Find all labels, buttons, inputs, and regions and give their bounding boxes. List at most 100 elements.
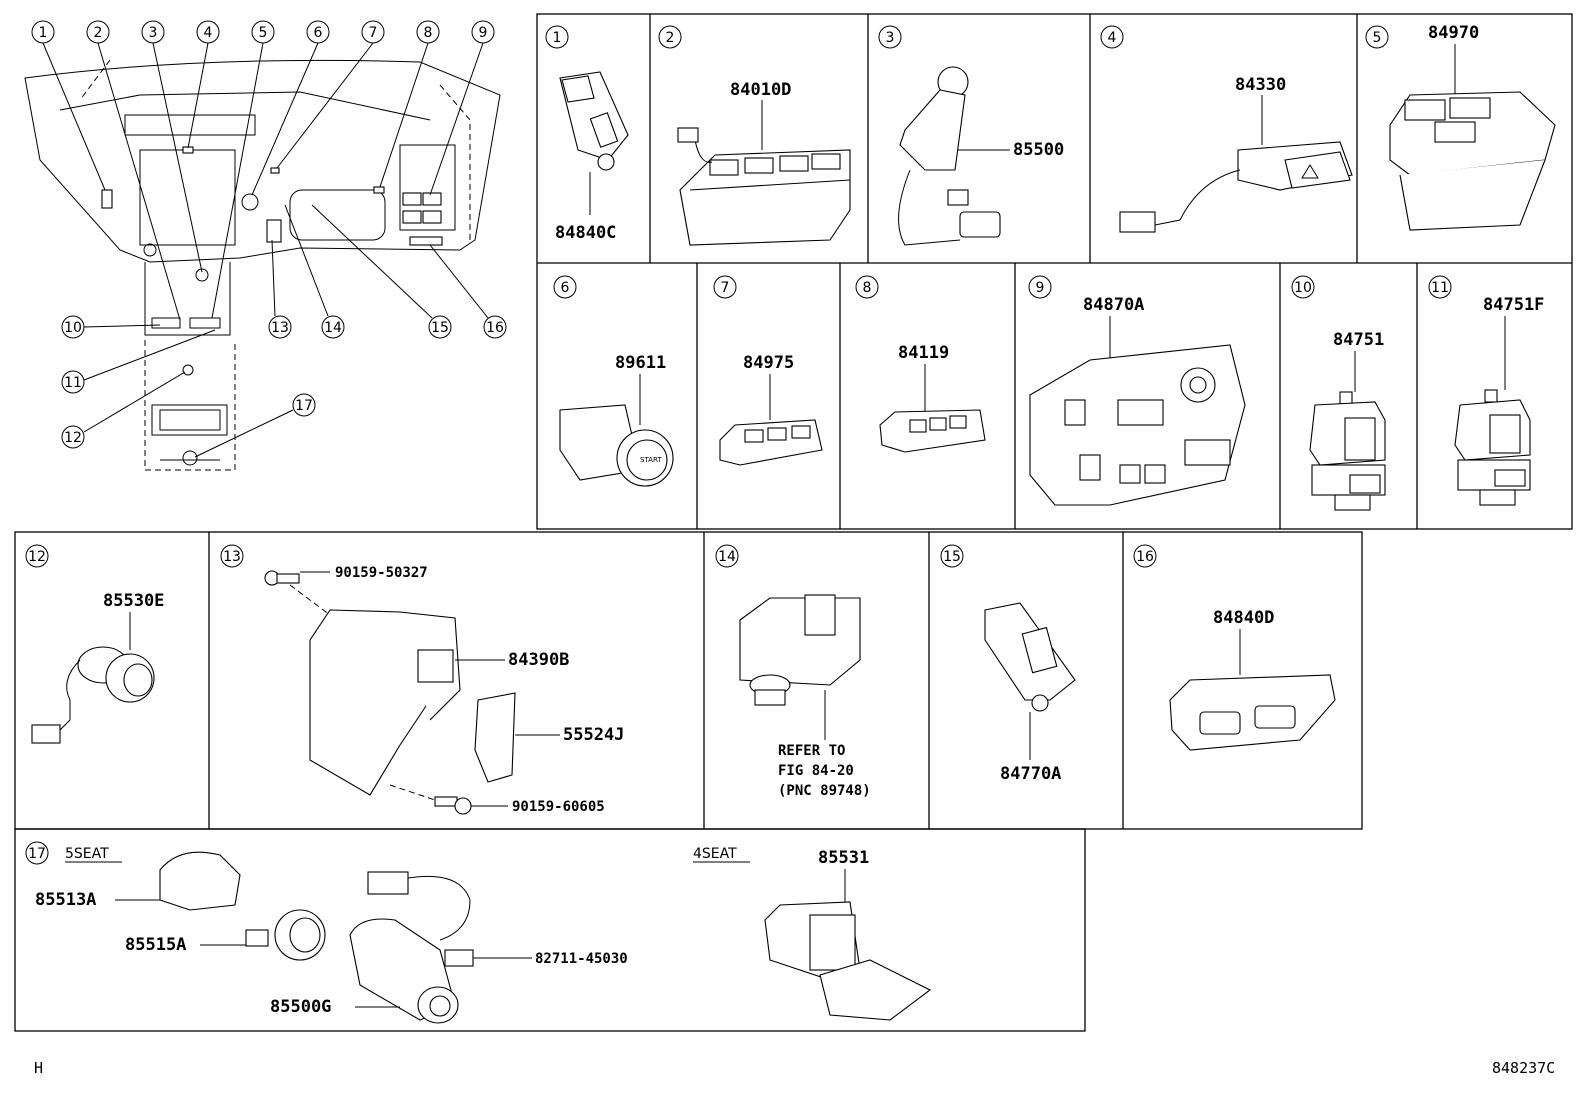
panel-5: 5 84970	[1365, 23, 1556, 231]
svg-text:6: 6	[561, 280, 570, 296]
panel-10: 10 84751	[1291, 275, 1386, 511]
svg-text:12: 12	[28, 549, 46, 565]
callout-12: 12	[61, 371, 186, 449]
svg-text:15: 15	[943, 549, 961, 565]
callout-16: 16	[429, 244, 507, 339]
part-84010D: 84010D	[730, 80, 791, 100]
overview-callouts: 1 2 3 4 5 6 7 8 9 10 11 12 13 14 15 16 1…	[31, 20, 507, 458]
svg-text:6: 6	[314, 25, 323, 41]
panel-11: 11 84751F	[1428, 275, 1544, 506]
callout-3: 3	[141, 20, 203, 273]
callout-10: 10	[61, 315, 161, 339]
part-90159-50327: 90159-50327	[335, 565, 428, 581]
panel-14: 14 REFER TO FIG 84-20 (PNC 89748)	[715, 544, 871, 799]
svg-text:2: 2	[94, 25, 103, 41]
diagram-code: 848237C	[1492, 1059, 1556, 1077]
part-84751: 84751	[1333, 330, 1384, 350]
svg-text:9: 9	[1036, 280, 1045, 296]
part-85530E: 85530E	[103, 591, 164, 611]
part-85531: 85531	[818, 848, 869, 868]
part-84870A: 84870A	[1083, 295, 1144, 315]
svg-text:7: 7	[369, 25, 378, 41]
callout-17: 17	[194, 393, 316, 458]
svg-text:1: 1	[39, 25, 48, 41]
callout-4: 4	[187, 20, 220, 149]
panel-9: 9 84870A	[1028, 275, 1246, 506]
svg-text:14: 14	[324, 320, 342, 336]
svg-text:1: 1	[553, 30, 562, 46]
part-84751F: 84751F	[1483, 295, 1544, 315]
svg-text:8: 8	[424, 25, 433, 41]
svg-text:10: 10	[64, 320, 82, 336]
part-55524J: 55524J	[563, 725, 624, 745]
callout-1: 1	[31, 20, 106, 191]
svg-text:5: 5	[259, 25, 268, 41]
part-90159-60605: 90159-60605	[512, 799, 605, 815]
part-85515A: 85515A	[125, 935, 186, 955]
callout-13: 13	[268, 239, 292, 339]
callout-5: 5	[211, 20, 275, 319]
svg-text:8: 8	[863, 280, 872, 296]
svg-text:4: 4	[1108, 30, 1117, 46]
section-5seat: 5SEAT	[65, 846, 109, 862]
svg-text:11: 11	[1431, 280, 1449, 296]
part-84770A: 84770A	[1000, 764, 1061, 784]
part-85500: 85500	[1013, 140, 1064, 160]
part-85500G: 85500G	[270, 997, 331, 1017]
part-85513A: 85513A	[35, 890, 96, 910]
panel-17: 17 5SEAT 4SEAT 85513A 85515A 82711-45030…	[25, 841, 932, 1024]
panel-grid	[14, 13, 1573, 1032]
svg-text:17: 17	[295, 398, 313, 414]
svg-text:2: 2	[666, 30, 675, 46]
panel-1: 1 84840C	[545, 25, 629, 243]
panel-2: 2 84010D	[658, 25, 851, 246]
part-84840C: 84840C	[555, 223, 616, 243]
panel-13: 13 90159-50327 84390B 55524J 90159-60605	[220, 544, 624, 815]
part-84840D: 84840D	[1213, 608, 1274, 628]
svg-text:3: 3	[149, 25, 158, 41]
panel-3: 3 85500	[878, 25, 1064, 246]
callout-7: 7	[276, 20, 385, 169]
panel-12: 12 85530E	[25, 544, 164, 744]
footer-left: H	[34, 1059, 44, 1077]
refer-line-2: FIG 84-20	[778, 763, 854, 779]
svg-text:12: 12	[64, 430, 82, 446]
refer-line-1: REFER TO	[778, 743, 845, 759]
svg-text:17: 17	[28, 846, 46, 862]
panel-4: 4 84330	[1100, 25, 1353, 233]
callout-15: 15	[311, 204, 452, 339]
svg-text:16: 16	[1136, 549, 1154, 565]
svg-text:START: START	[640, 456, 662, 464]
panel-16: 16 84840D	[1133, 544, 1336, 751]
panel-8: 8 84119	[855, 275, 986, 453]
panel-15: 15 84770A	[940, 544, 1076, 784]
svg-text:7: 7	[721, 280, 730, 296]
part-84119: 84119	[898, 343, 949, 363]
svg-text:13: 13	[271, 320, 289, 336]
svg-text:3: 3	[886, 30, 895, 46]
part-82711-45030: 82711-45030	[535, 951, 628, 967]
part-84330: 84330	[1235, 75, 1286, 95]
callout-8: 8	[379, 20, 440, 188]
svg-text:4: 4	[204, 25, 213, 41]
refer-line-3: (PNC 89748)	[778, 783, 871, 799]
section-4seat: 4SEAT	[693, 846, 737, 862]
callout-9: 9	[429, 20, 495, 196]
svg-text:10: 10	[1294, 280, 1312, 296]
svg-text:5: 5	[1373, 30, 1382, 46]
part-84390B: 84390B	[508, 650, 569, 670]
callout-14: 14	[284, 204, 345, 339]
dashboard-overview	[24, 59, 501, 471]
callout-2: 2	[86, 20, 181, 321]
part-89611: 89611	[615, 353, 666, 373]
panel-7: 7 84975	[713, 275, 823, 466]
svg-text:11: 11	[64, 375, 82, 391]
svg-text:13: 13	[223, 549, 241, 565]
svg-text:15: 15	[431, 320, 449, 336]
callout-11: 11	[61, 329, 216, 394]
svg-text:9: 9	[479, 25, 488, 41]
svg-text:14: 14	[718, 549, 736, 565]
panel-6: 6 89611 START	[553, 275, 674, 487]
part-84970: 84970	[1428, 23, 1479, 43]
